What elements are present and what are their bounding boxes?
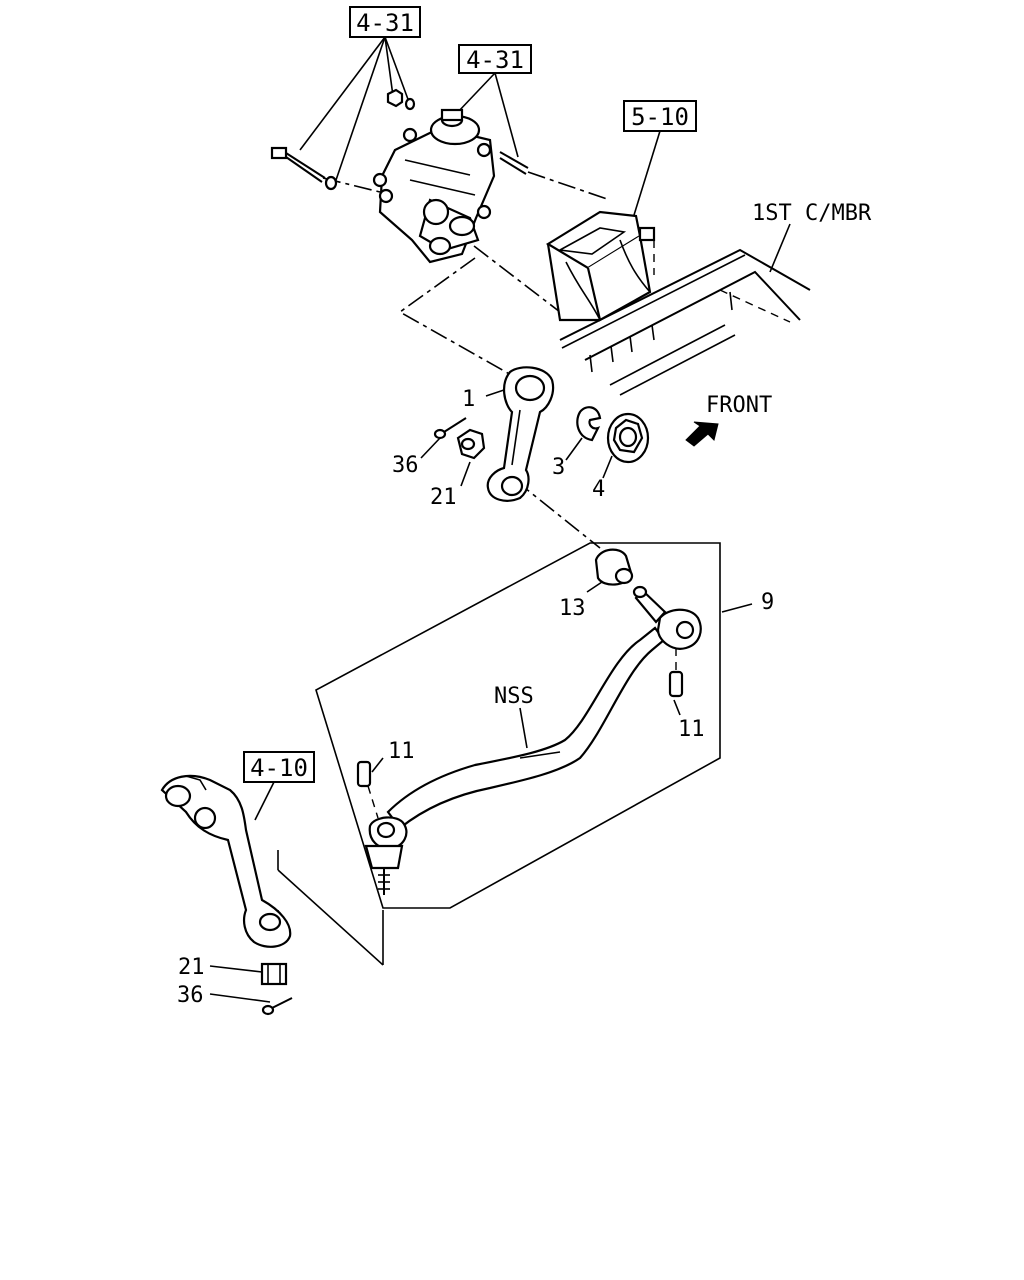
tie-rod-end-right — [632, 585, 702, 650]
cotter-pin-top — [433, 417, 467, 440]
part-number-1: 1 — [462, 387, 475, 412]
stud — [499, 151, 529, 175]
part-number-11-left: 11 — [388, 739, 415, 764]
leader-lines — [209, 36, 791, 1003]
cotter-pin-bottom — [261, 997, 293, 1016]
snap-ring — [576, 406, 602, 442]
mounting-bolt — [270, 146, 326, 183]
front-label: FRONT — [706, 393, 772, 418]
washer — [324, 175, 338, 191]
grease-nipple-left — [356, 760, 379, 819]
part-number-3: 3 — [552, 455, 565, 480]
grease-nipple-right — [668, 648, 684, 698]
tie-rod — [386, 626, 666, 830]
mounting-nut — [386, 88, 416, 111]
part-number-9: 9 — [761, 590, 774, 615]
castle-nut-bottom — [260, 962, 288, 986]
part-number-4: 4 — [592, 477, 605, 502]
part-number-11-right: 11 — [678, 717, 705, 742]
ref-box-4-31-a: 4-31 — [349, 6, 421, 38]
dust-boot — [594, 548, 634, 586]
pitman-arm — [160, 774, 292, 948]
part-number-36-top: 36 — [392, 453, 419, 478]
frame-bracket — [545, 210, 656, 322]
tie-rod-assembly-outline — [315, 542, 721, 909]
ref-label: 5-10 — [631, 103, 689, 131]
idler-arm — [486, 366, 555, 502]
tie-rod-end-left — [364, 816, 408, 895]
ref-box-5-10: 5-10 — [623, 100, 697, 132]
part-number-21-bottom: 21 — [178, 955, 205, 980]
ref-box-4-10: 4-10 — [243, 751, 315, 783]
front-arrow-icon — [685, 421, 719, 447]
phantom-lines — [277, 171, 611, 966]
part-number-13: 13 — [559, 596, 586, 621]
nss-label: NSS — [494, 684, 534, 709]
ref-box-4-31-b: 4-31 — [458, 44, 532, 74]
part-number-36-bottom: 36 — [177, 983, 204, 1008]
crossmember-label: 1ST C/MBR — [752, 201, 872, 226]
flange-nut — [606, 412, 650, 464]
ref-label: 4-31 — [466, 46, 524, 74]
crossmember-frame — [559, 248, 811, 396]
steering-gear — [270, 88, 529, 264]
part-number-21-top: 21 — [430, 485, 457, 510]
ref-label: 4-31 — [356, 9, 414, 37]
ref-label: 4-10 — [250, 754, 308, 782]
castle-nut-top — [456, 428, 486, 460]
